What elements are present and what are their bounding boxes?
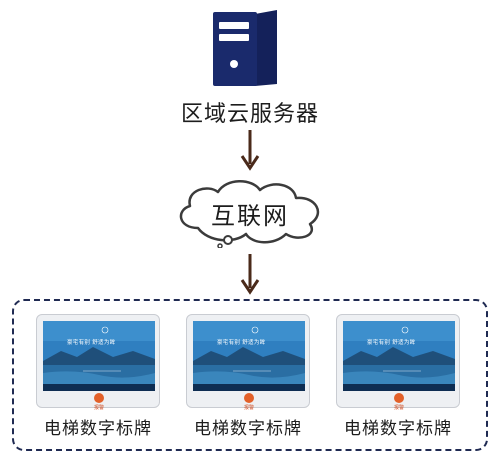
alarm-label: 报警: [243, 405, 254, 411]
arrow-down-icon: [240, 130, 260, 171]
screen-caption: 豪宅有别 舒适为眸: [67, 340, 116, 346]
alarm-label: 报警: [93, 405, 104, 411]
screen-ticker: [193, 384, 305, 391]
cloud-icon: [179, 180, 320, 248]
server-label: 区域云服务器: [180, 102, 319, 127]
signage-screen: 豪宅有别 舒适为眸: [343, 321, 455, 391]
signage-screen: 豪宅有别 舒适为眸: [43, 321, 155, 391]
screen-landscape-image: [193, 321, 305, 385]
server-icon: [213, 10, 277, 86]
screen-caption: 豪宅有别 舒适为眸: [217, 340, 266, 346]
alarm-button[interactable]: [94, 393, 104, 403]
screen-landscape-image: [43, 321, 155, 385]
screen-ticker: [43, 384, 155, 391]
screen-landscape-image: [343, 321, 455, 385]
alarm-label: 报警: [393, 405, 404, 411]
signage-device: 豪宅有别 舒适为眸 报警: [36, 314, 160, 411]
arrow-down-icon: [240, 254, 260, 295]
signage-device: 豪宅有别 舒适为眸 报警: [336, 314, 460, 411]
device-label: 电梯数字标牌: [194, 419, 302, 439]
screen-ticker: [343, 384, 455, 391]
alarm-button[interactable]: [394, 393, 404, 403]
signage-device: 豪宅有别 舒适为眸 报警: [186, 314, 310, 411]
alarm-button[interactable]: [244, 393, 254, 403]
screen-caption: 豪宅有别 舒适为眸: [367, 340, 416, 346]
device-label: 电梯数字标牌: [344, 419, 452, 439]
signage-screen: 豪宅有别 舒适为眸: [193, 321, 305, 391]
device-label: 电梯数字标牌: [44, 419, 152, 439]
network-label: 互联网: [211, 202, 289, 230]
device-group-box: [12, 299, 488, 451]
